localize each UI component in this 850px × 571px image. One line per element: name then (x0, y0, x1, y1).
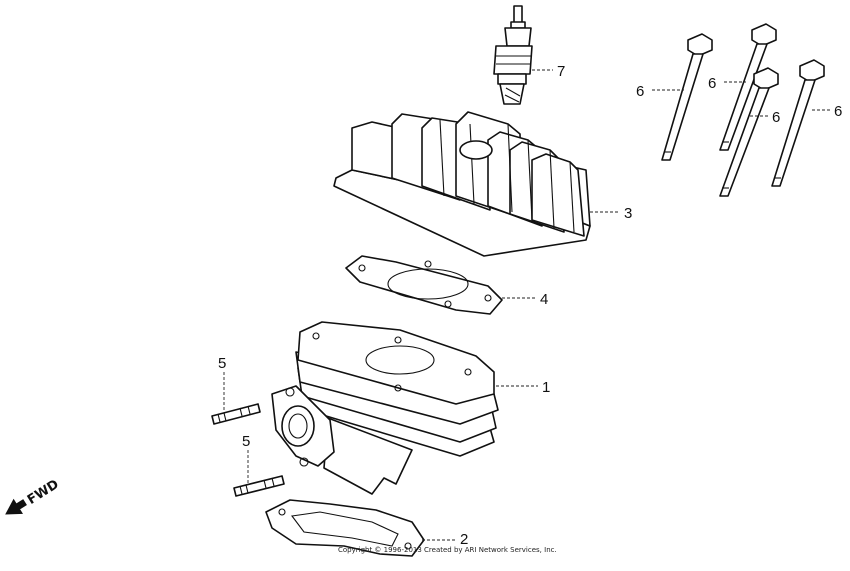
callout-cylinder: 1 (542, 379, 550, 396)
callout-stud-lower: 5 (242, 433, 250, 450)
stud-bolt-lower[interactable] (233, 475, 285, 497)
spark-plug[interactable] (493, 5, 533, 105)
cylinder[interactable] (271, 321, 499, 495)
arrow-down-left-icon (5, 498, 27, 515)
direction-indicator: FWD (5, 477, 62, 515)
cylinder-base-gasket[interactable] (265, 499, 425, 557)
cylinder-head[interactable] (333, 111, 591, 257)
bolt-d[interactable] (771, 59, 825, 187)
callout-cylinder-head: 3 (624, 205, 632, 222)
callout-base-gasket: 2 (460, 531, 468, 548)
bolt-a[interactable] (661, 33, 713, 161)
callout-bolt-a: 6 (636, 83, 644, 100)
head-gasket[interactable] (345, 255, 503, 315)
callout-bolt-d: 6 (834, 103, 842, 120)
bolt-c[interactable] (719, 67, 779, 197)
callout-spark-plug: 7 (557, 63, 565, 80)
callout-bolt-c: 6 (772, 109, 780, 126)
callout-head-gasket: 4 (540, 291, 548, 308)
callout-stud-upper: 5 (218, 355, 226, 372)
stud-bolt-upper[interactable] (211, 403, 261, 425)
bolt-b[interactable] (719, 23, 777, 151)
callout-bolt-b: 6 (708, 75, 716, 92)
copyright-text: Copyright © 1996-2013 Created by ARI Net… (338, 546, 557, 554)
fwd-label: FWD (25, 477, 62, 508)
